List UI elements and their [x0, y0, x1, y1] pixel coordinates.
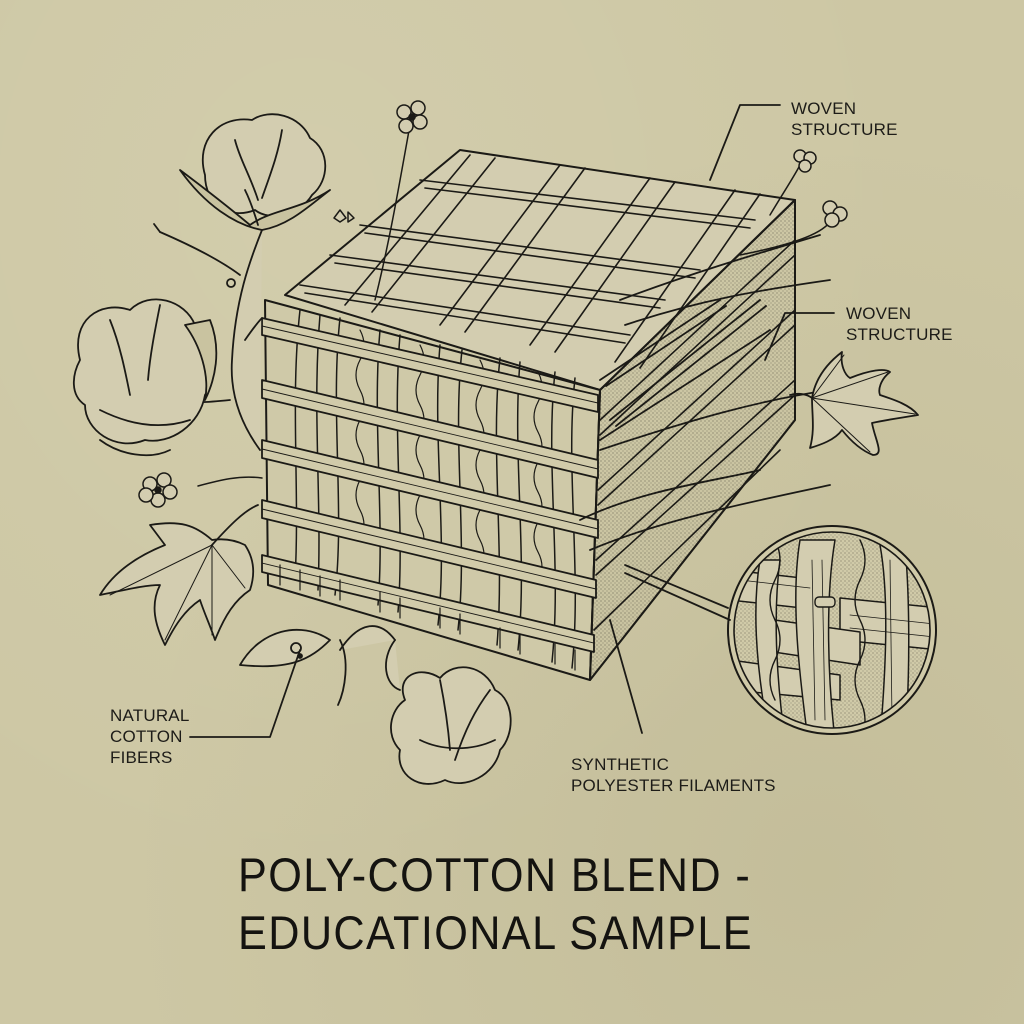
- title-line-2: EDUCATIONAL SAMPLE: [238, 906, 754, 959]
- magnifier-circle-weave-detail: [727, 525, 937, 735]
- cotton-plant: [72, 113, 512, 785]
- cotton-flowers: [138, 100, 848, 508]
- woven-fabric-cube: [261, 149, 796, 681]
- polyester-filaments: [579, 234, 831, 551]
- label-woven-structure-top: WOVEN STRUCTURE: [791, 99, 898, 139]
- label-woven-structure-right: WOVEN STRUCTURE: [846, 304, 953, 344]
- title-line-1: POLY-COTTON BLEND -: [238, 848, 752, 901]
- cotton-leaf-right: [789, 351, 919, 456]
- cotton-leaf-left: [99, 504, 259, 646]
- label-synthetic-polyester-filaments: SYNTHETIC POLYESTER FILAMENTS: [571, 755, 776, 795]
- leader-lines: [189, 104, 835, 738]
- diagram-title: POLY-COTTON BLEND - EDUCATIONAL SAMPLE: [238, 846, 753, 962]
- label-natural-cotton-fibers: NATURAL COTTON FIBERS: [110, 706, 190, 767]
- cotton-boll-left: [72, 298, 218, 457]
- cotton-boll-top: [179, 113, 331, 231]
- cotton-boll-bottom: [339, 625, 512, 785]
